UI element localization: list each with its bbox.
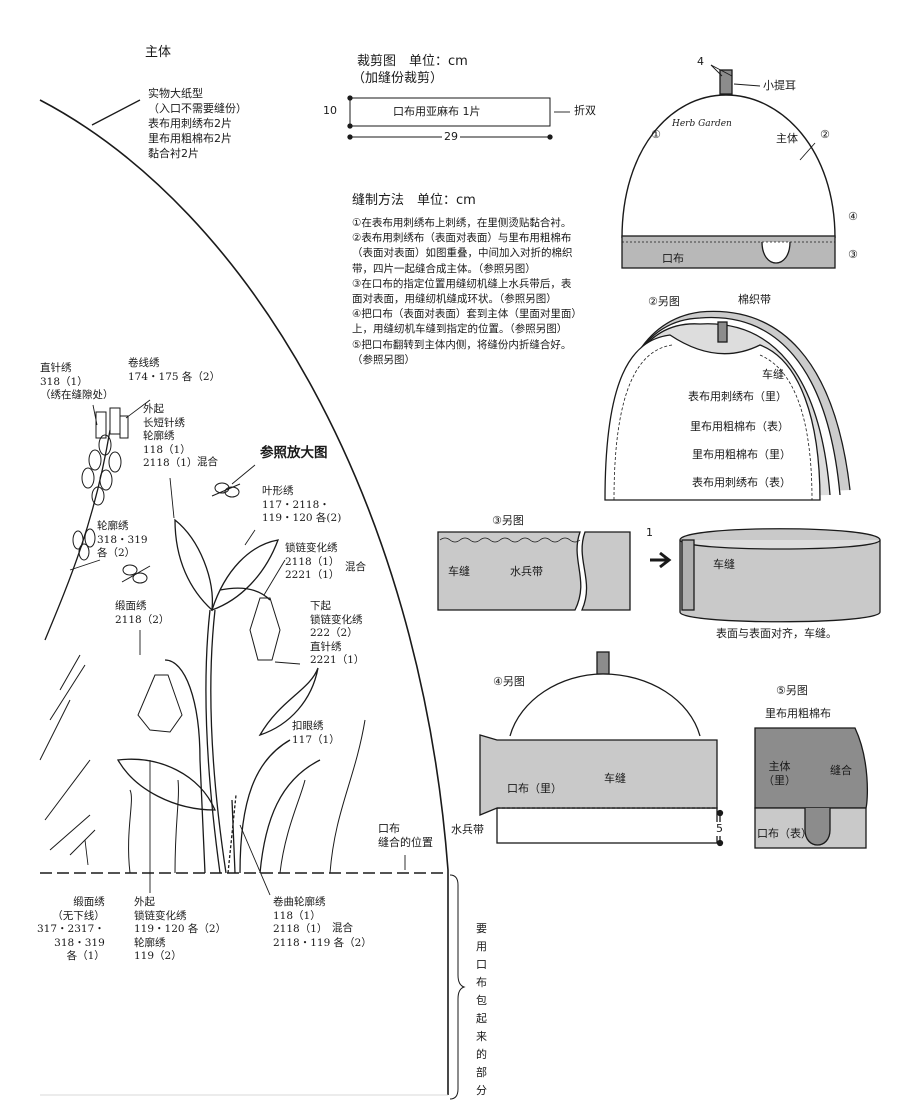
pattern-curve <box>39 99 449 1095</box>
bellflower-left <box>137 674 183 733</box>
step-1-marker: ① <box>651 128 661 141</box>
cutting-height: 10 <box>323 104 337 117</box>
leaf-right <box>210 539 280 612</box>
fig3-strip <box>437 531 582 611</box>
fig5-lining: 里布用粗棉布 <box>765 707 831 720</box>
cover-band <box>621 235 836 269</box>
fig3-ring <box>679 528 881 623</box>
fig3-ricrac: 水兵带 <box>510 565 543 578</box>
mix-label: 混合 <box>197 456 218 468</box>
pattern-title: 主体 <box>145 45 172 60</box>
lavender-head <box>72 407 129 561</box>
mix-label: 混合 <box>332 922 353 934</box>
fig4-title: ④另图 <box>493 675 525 688</box>
big-leaf <box>116 758 216 811</box>
fig2-tape: 棉织带 <box>738 293 771 306</box>
label-seam-position: 口布缝合的位置 <box>378 822 433 849</box>
sprigs <box>39 654 366 874</box>
body-label: 主体 <box>776 132 798 145</box>
fig2-body <box>604 334 821 501</box>
cutting-piece: 口布用亚麻布 1片 <box>393 105 481 118</box>
cutting-subtitle: （加缝份裁剪） <box>352 71 444 86</box>
fig4-band-label: 口布（里） <box>507 782 562 795</box>
cutting-width: 29 <box>442 130 460 144</box>
fig4-ricrac: 水兵带 <box>451 823 484 836</box>
cutting-fold: 折双 <box>574 104 596 117</box>
leaf-left <box>174 518 214 612</box>
cutting-title: 裁剪图 单位：cm <box>357 54 468 69</box>
logo-text: Herb Garden <box>672 119 732 129</box>
fig5-band: 口布（表） <box>757 827 812 840</box>
tab-size: 4 <box>697 55 704 68</box>
fig2-title: ②另图 <box>648 295 680 308</box>
method-title: 缝制方法 单位：cm <box>352 193 476 208</box>
fig5-body-label: 主体 （里） <box>763 760 796 787</box>
step-3-marker: ③ <box>848 248 858 261</box>
fig4-band <box>479 734 718 816</box>
cover-dome <box>621 94 836 239</box>
fig2-layer: 表布用刺绣布（里） <box>688 390 787 403</box>
wrap-note: 要用口布包起来的部分 <box>476 922 487 1097</box>
fig3-title: ③另图 <box>492 514 524 527</box>
fig3-seam: 车缝 <box>448 565 470 578</box>
fig5-title: ⑤另图 <box>776 684 808 697</box>
pattern-note: 实物大纸型（入口不需要缝份）表布用刺绣布2片里布用粗棉布2片黏合衬2片 <box>148 87 247 160</box>
arrow-right <box>650 551 672 569</box>
fig5-join: 缝合 <box>830 764 852 777</box>
cutting-rect <box>349 97 551 127</box>
fig3-num: 1 <box>646 526 653 539</box>
tab <box>719 69 733 95</box>
method-steps: ①在表布用刺绣布上刺绣，在里侧烫贴黏合衬。②表布用刺绣布（表面对表面）与里布用粗… <box>352 217 582 366</box>
leaf-buttonhole <box>258 667 319 737</box>
fig2-layer: 里布用粗棉布（里） <box>692 448 791 461</box>
fig2-layer: 里布用粗棉布（表） <box>690 420 789 433</box>
fig3-caption: 表面与表面对齐，车缝。 <box>716 627 837 640</box>
fig4-seam: 车缝 <box>604 772 626 785</box>
step-2-marker: ② <box>820 128 830 141</box>
enlarge-ref: 参照放大图 <box>260 445 328 461</box>
fig2-layer: 表布用刺绣布（表） <box>692 476 791 489</box>
fig2-seam: 车缝 <box>762 368 784 381</box>
mix-label: 混合 <box>345 561 366 573</box>
band-label: 口布 <box>662 252 684 265</box>
brace-wrap <box>449 874 466 1100</box>
bee-icons <box>121 482 241 584</box>
step-4-marker: ④ <box>848 210 858 223</box>
bellflower-right <box>249 597 281 661</box>
tab-label: 小提耳 <box>763 79 796 92</box>
fig3-seam-2: 车缝 <box>713 558 735 571</box>
fig4-dim: 5 <box>716 822 723 836</box>
